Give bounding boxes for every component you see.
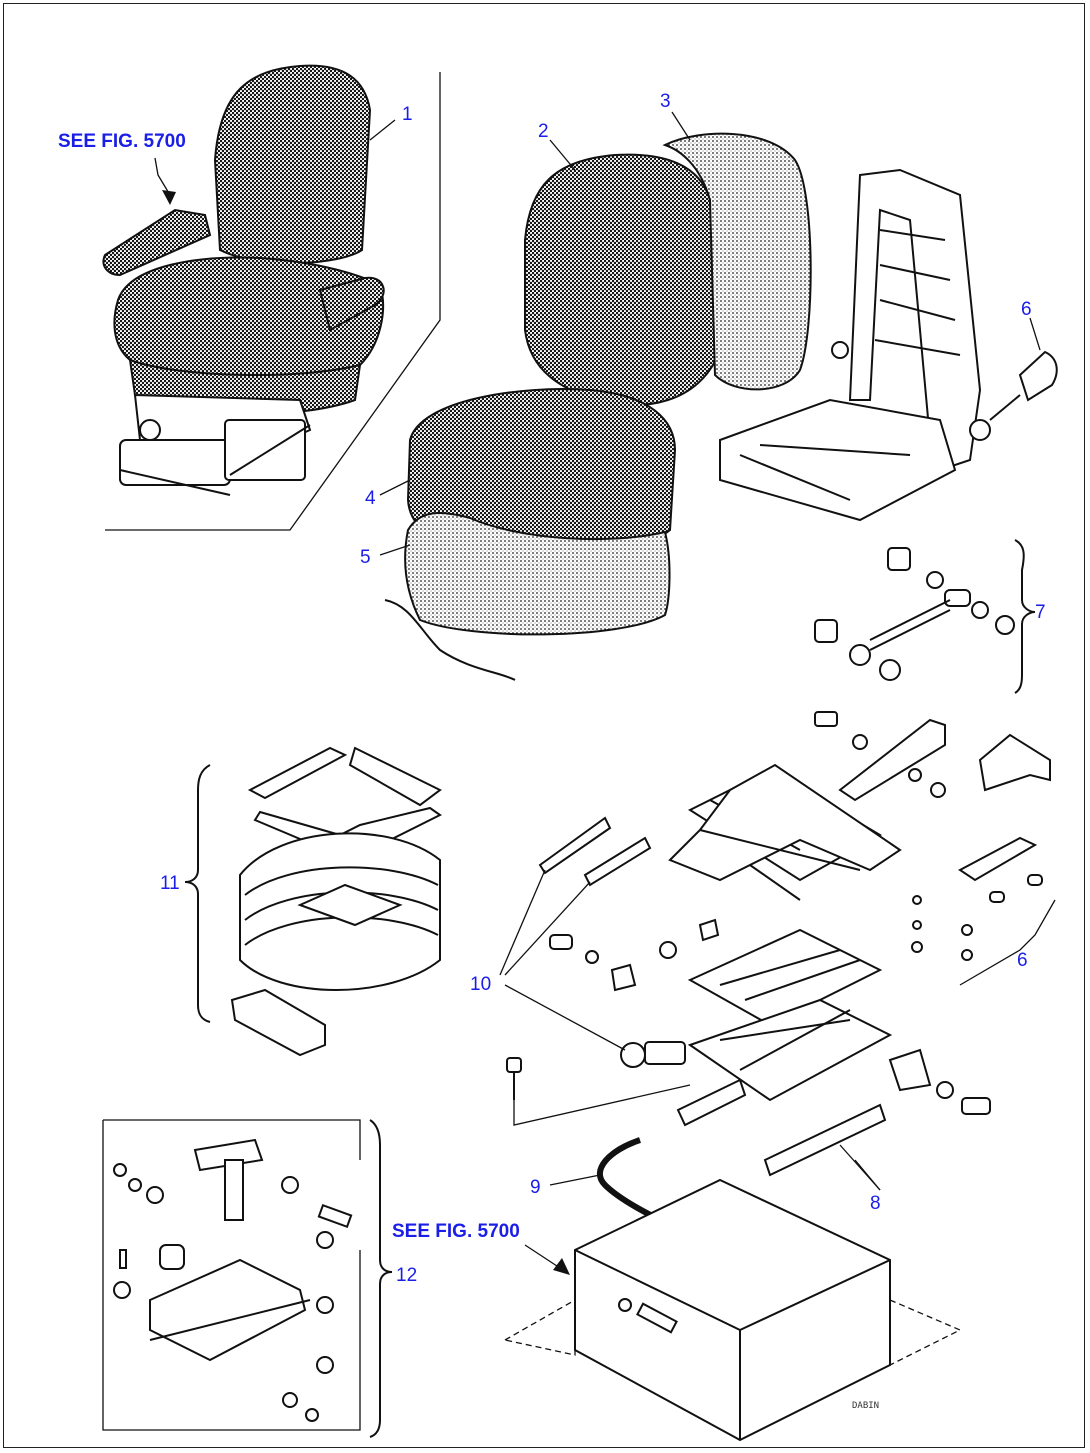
slide-rails — [676, 1078, 887, 1177]
callout-11: 11 — [160, 873, 180, 894]
arrow-icon — [553, 1258, 570, 1275]
leader-9 — [549, 1174, 601, 1186]
lever-knob — [989, 350, 1058, 421]
leader-10b — [504, 881, 591, 976]
leader-10c — [504, 984, 626, 1051]
cabin-box — [504, 1178, 962, 1442]
page-frame — [3, 3, 1085, 1448]
suspension-assembly — [230, 746, 442, 1057]
bracket-icon — [1014, 539, 1036, 694]
see-fig-reference-lower: SEE FIG. 5700 — [392, 1221, 520, 1242]
leader-4 — [379, 479, 411, 496]
callout-10: 10 — [470, 974, 491, 995]
backrest-cover — [662, 132, 812, 391]
leader-5 — [379, 544, 411, 556]
callout-8: 8 — [870, 1193, 881, 1214]
detail-inset — [102, 1119, 361, 1431]
seat-back-frame — [719, 168, 991, 522]
arrow-icon — [524, 1244, 561, 1269]
bracket-icon — [184, 764, 211, 1023]
callout-3: 3 — [660, 91, 671, 112]
seat-cushion-base — [404, 512, 671, 636]
bracket-hardware — [814, 711, 1056, 986]
callout-2: 2 — [538, 121, 549, 142]
complete-seat-assembly — [102, 64, 385, 496]
callout-5: 5 — [360, 547, 371, 568]
callout-1: 1 — [402, 104, 413, 125]
callout-4: 4 — [365, 488, 376, 509]
cabin-stamp: DABIN — [852, 1401, 879, 1411]
callout-12: 12 — [396, 1265, 417, 1286]
callout-7: 7 — [1035, 602, 1046, 623]
arrow-icon — [154, 157, 171, 196]
leader-10a — [499, 869, 546, 976]
wire-rod — [384, 599, 516, 681]
leader-8b — [854, 1159, 881, 1191]
leader-3 — [671, 111, 691, 141]
see-fig-reference-upper: SEE FIG. 5700 — [58, 131, 186, 152]
arrow-icon — [162, 190, 176, 205]
callout-9: 9 — [530, 1177, 541, 1198]
callout-6-lower: 6 — [1017, 950, 1028, 971]
assembly-outline — [105, 72, 441, 531]
callout-6-upper: 6 — [1021, 299, 1032, 320]
leader-6 — [1029, 317, 1041, 351]
gas-spring-set — [814, 547, 1015, 681]
scissor-links — [538, 763, 902, 964]
bracket-icon — [369, 1119, 393, 1438]
leader-1 — [369, 119, 396, 141]
bolt-washer — [506, 1057, 991, 1126]
leader-2 — [549, 139, 576, 171]
backrest-cushion — [524, 153, 722, 406]
